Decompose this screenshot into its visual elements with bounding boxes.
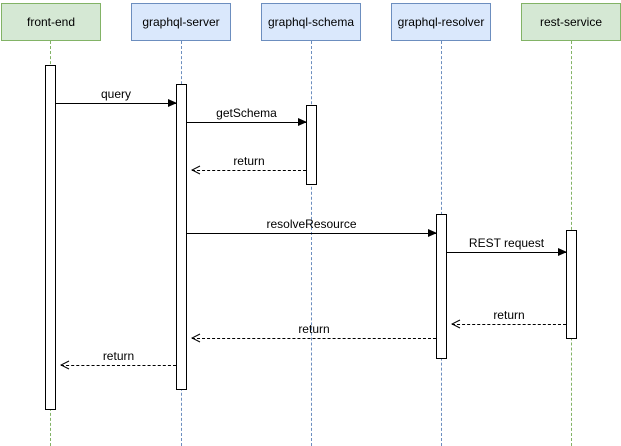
message-label: return [102,349,135,363]
participant-label: graphql-resolver [397,15,485,29]
activation-rest-service[interactable] [566,230,577,339]
message-label: return [233,154,265,168]
message-line [452,324,566,325]
message-line [192,170,306,171]
participant-front-end[interactable]: front-end [1,3,101,41]
participant-rest-service[interactable]: rest-service [521,3,621,41]
lifeline-graphql-schema [311,41,312,446]
message-line [192,338,436,339]
participant-label: graphql-server [142,15,220,29]
participant-graphql-server[interactable]: graphql-server [131,3,231,41]
activation-front-end[interactable] [45,65,56,410]
filled-arrowhead-icon [298,118,307,126]
message-line [187,233,436,234]
message-label: query [100,87,132,101]
message-line [447,252,566,253]
participant-graphql-schema[interactable]: graphql-schema [261,3,361,41]
open-arrowhead-icon [451,319,461,329]
activation-graphql-resolver[interactable] [436,214,447,359]
participant-label: rest-service [539,15,602,29]
activation-graphql-schema[interactable] [306,105,317,185]
message-line [61,365,176,366]
message-label: getSchema [216,106,277,120]
open-arrowhead-icon [60,360,70,370]
message-label: return [493,308,525,322]
filled-arrowhead-icon [558,248,567,256]
participant-graphql-resolver[interactable]: graphql-resolver [391,3,491,41]
message-line [187,122,306,123]
message-label: REST request [468,236,545,250]
participant-label: front-end [26,15,76,29]
filled-arrowhead-icon [168,99,177,107]
filled-arrowhead-icon [428,229,437,237]
open-arrowhead-icon [191,333,201,343]
open-arrowhead-icon [191,165,201,175]
message-label: return [298,322,330,336]
message-line [56,103,176,104]
participant-label: graphql-schema [267,15,355,29]
activation-graphql-server[interactable] [176,84,187,390]
message-label: resolveResource [266,217,357,231]
